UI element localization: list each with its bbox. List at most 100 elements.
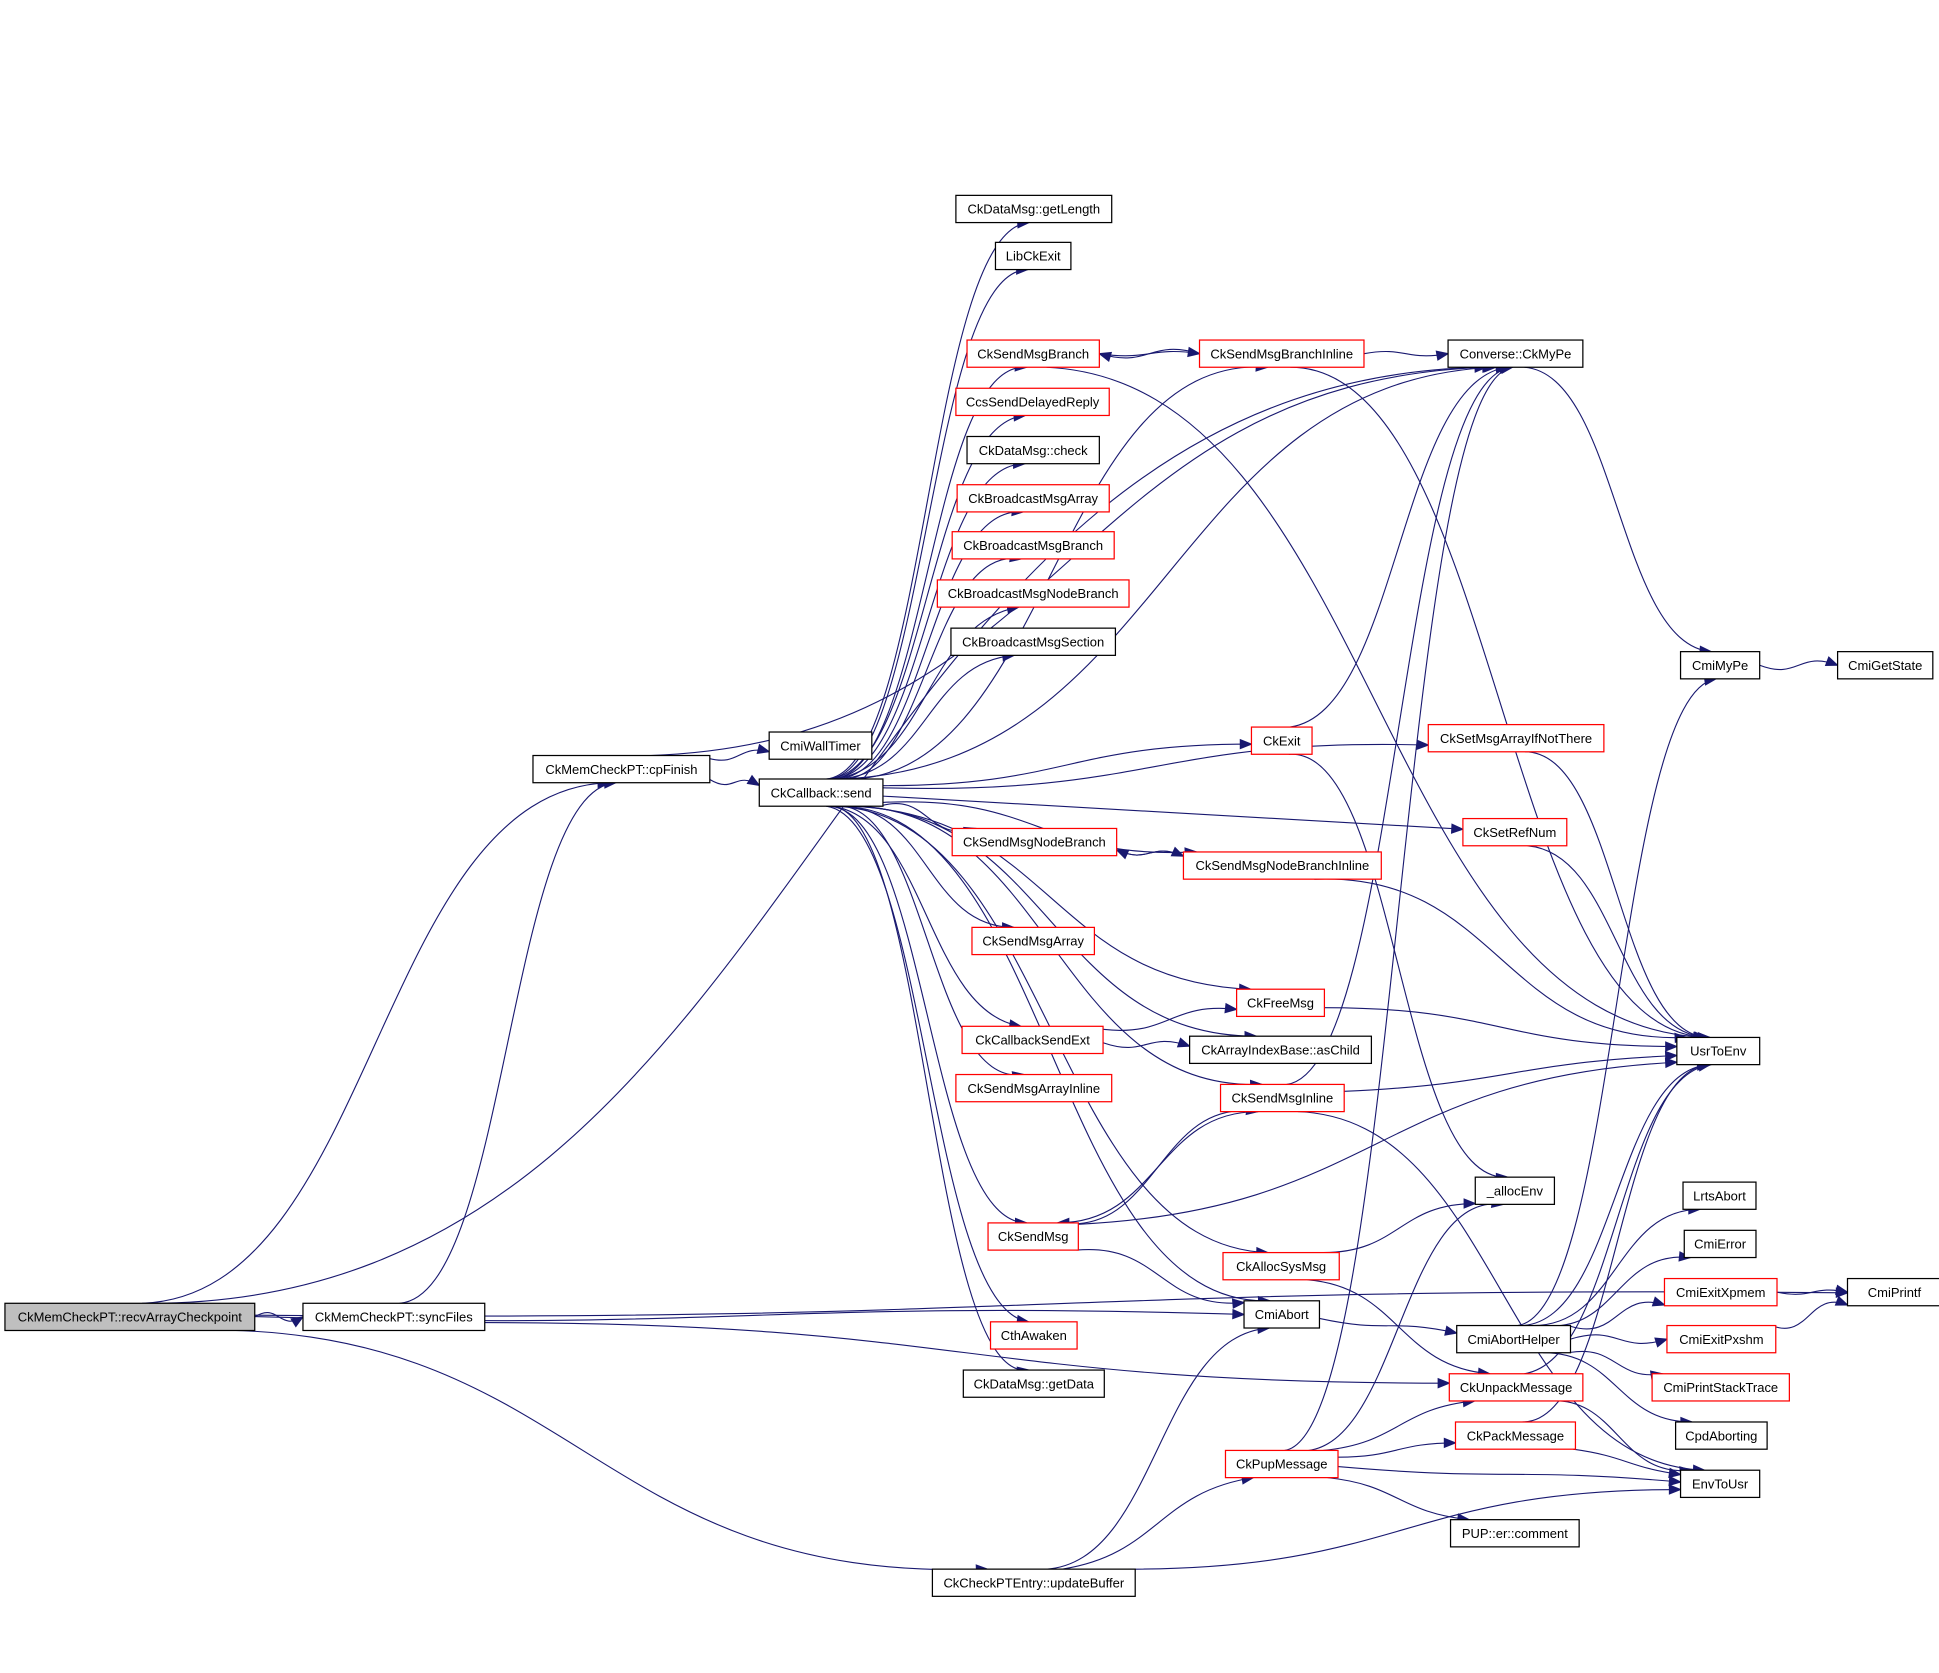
graph-node-CkSendMsg[interactable]: CkSendMsg: [987, 1222, 1079, 1251]
graph-node-CkSendMsgBranchInline[interactable]: CkSendMsgBranchInline: [1198, 339, 1365, 368]
node-box[interactable]: [1663, 1277, 1778, 1307]
node-box[interactable]: [1683, 1229, 1757, 1259]
node-box[interactable]: [1666, 1324, 1777, 1354]
graph-node-recvArrayCheckpoint[interactable]: CkMemCheckPT::recvArrayCheckpoint: [4, 1302, 256, 1332]
node-box[interactable]: [1427, 723, 1605, 753]
node-box[interactable]: [1182, 851, 1382, 880]
node-box[interactable]: [1250, 726, 1313, 755]
node-box[interactable]: [966, 435, 1100, 465]
graph-node-CkBroadcastMsgNodeBranch[interactable]: CkBroadcastMsgNodeBranch: [936, 579, 1130, 608]
node-box[interactable]: [1836, 651, 1934, 680]
graph-node-CkUnpackMessage[interactable]: CkUnpackMessage: [1448, 1373, 1584, 1402]
node-box[interactable]: [962, 1369, 1105, 1398]
node-box[interactable]: [532, 754, 711, 784]
graph-node-check[interactable]: CkDataMsg::check: [966, 435, 1100, 465]
graph-node-CkPackMessage[interactable]: CkPackMessage: [1454, 1421, 1577, 1450]
node-box[interactable]: [768, 731, 873, 760]
graph-node-LrtsAbort[interactable]: LrtsAbort: [1682, 1181, 1757, 1210]
node-box[interactable]: [956, 484, 1110, 513]
graph-node-CmiError[interactable]: CmiError: [1683, 1229, 1757, 1259]
node-box[interactable]: [955, 194, 1113, 224]
graph-node-CthAwaken[interactable]: CthAwaken: [989, 1321, 1078, 1350]
graph-node-CkBroadcastMsgArray[interactable]: CkBroadcastMsgArray: [956, 484, 1110, 513]
graph-node-CmiPrintf[interactable]: CmiPrintf: [1846, 1277, 1939, 1307]
graph-node-CkCallbackSend[interactable]: CkCallback::send: [758, 778, 884, 807]
node-box[interactable]: [1456, 1324, 1572, 1354]
graph-node-asChild[interactable]: CkArrayIndexBase::asChild: [1188, 1035, 1373, 1065]
node-box[interactable]: [955, 387, 1110, 417]
graph-node-CmiWallTimer[interactable]: CmiWallTimer: [768, 731, 873, 760]
node-box[interactable]: [1454, 1421, 1577, 1450]
graph-node-CkSendMsgBranch[interactable]: CkSendMsgBranch: [966, 339, 1100, 368]
node-box[interactable]: [1219, 1083, 1345, 1113]
graph-node-comment[interactable]: PUP::er::comment: [1449, 1519, 1580, 1548]
node-box[interactable]: [758, 778, 884, 807]
node-box[interactable]: [1198, 339, 1365, 368]
node-box[interactable]: [961, 1025, 1104, 1055]
graph-node-CkSendMsgArray[interactable]: CkSendMsgArray: [971, 926, 1096, 956]
node-box[interactable]: [1235, 988, 1326, 1018]
node-box[interactable]: [1188, 1035, 1373, 1065]
node-box[interactable]: [1474, 1176, 1556, 1205]
graph-node-syncFiles[interactable]: CkMemCheckPT::syncFiles: [302, 1302, 486, 1332]
graph-node-getLength[interactable]: CkDataMsg::getLength: [955, 194, 1113, 224]
node-box[interactable]: [1448, 1373, 1584, 1402]
node-box[interactable]: [1846, 1277, 1939, 1307]
graph-node-CmiAbortHelper[interactable]: CmiAbortHelper: [1456, 1324, 1572, 1354]
graph-node-LibCkExit[interactable]: LibCkExit: [994, 241, 1072, 271]
node-box[interactable]: [4, 1302, 256, 1332]
node-box[interactable]: [1243, 1300, 1321, 1329]
node-box[interactable]: [936, 579, 1130, 608]
graph-node-CkCallbackSendExt[interactable]: CkCallbackSendExt: [961, 1025, 1104, 1055]
node-box[interactable]: [931, 1568, 1136, 1597]
graph-node-CkBroadcastMsgBranch[interactable]: CkBroadcastMsgBranch: [951, 531, 1115, 560]
graph-node-CkBroadcastMsgSection[interactable]: CkBroadcastMsgSection: [950, 627, 1117, 656]
node-box[interactable]: [1682, 1181, 1757, 1210]
node-box[interactable]: [1462, 817, 1568, 847]
node-box[interactable]: [1679, 651, 1761, 680]
graph-node-CkSetMsgArrayIfNotThere[interactable]: CkSetMsgArrayIfNotThere: [1427, 723, 1605, 753]
graph-node-CmiAbort[interactable]: CmiAbort: [1243, 1300, 1321, 1329]
node-box[interactable]: [1674, 1421, 1768, 1450]
graph-node-CkSendMsgNodeBranchInline[interactable]: CkSendMsgNodeBranchInline: [1182, 851, 1382, 880]
node-box[interactable]: [1679, 1469, 1761, 1499]
node-box[interactable]: [1676, 1036, 1761, 1066]
node-box[interactable]: [302, 1302, 486, 1332]
node-box[interactable]: [951, 827, 1118, 857]
node-box[interactable]: [989, 1321, 1078, 1350]
node-box[interactable]: [1222, 1251, 1340, 1281]
graph-node-CkSendMsgArrayInline[interactable]: CkSendMsgArrayInline: [955, 1073, 1113, 1103]
graph-node-CmiExitPxshm[interactable]: CmiExitPxshm: [1666, 1324, 1777, 1354]
graph-node-updateBuffer[interactable]: CkCheckPTEntry::updateBuffer: [931, 1568, 1136, 1597]
graph-node-allocEnv[interactable]: _allocEnv: [1474, 1176, 1556, 1205]
node-box[interactable]: [955, 1073, 1113, 1103]
node-box[interactable]: [1224, 1449, 1339, 1479]
graph-node-UsrToEnv[interactable]: UsrToEnv: [1676, 1036, 1761, 1066]
graph-node-CkSendMsgNodeBranch[interactable]: CkSendMsgNodeBranch: [951, 827, 1118, 857]
graph-node-CkSetRefNum[interactable]: CkSetRefNum: [1462, 817, 1568, 847]
graph-node-EnvToUsr[interactable]: EnvToUsr: [1679, 1469, 1761, 1499]
node-box[interactable]: [1651, 1373, 1790, 1402]
node-box[interactable]: [971, 926, 1096, 956]
node-box[interactable]: [987, 1222, 1079, 1251]
graph-node-CpdAborting[interactable]: CpdAborting: [1674, 1421, 1768, 1450]
node-box[interactable]: [966, 339, 1100, 368]
graph-node-getData[interactable]: CkDataMsg::getData: [962, 1369, 1105, 1398]
node-box[interactable]: [1449, 1519, 1580, 1548]
graph-node-CmiMyPe[interactable]: CmiMyPe: [1679, 651, 1761, 680]
graph-node-cpFinish[interactable]: CkMemCheckPT::cpFinish: [532, 754, 711, 784]
graph-node-CkMyPe[interactable]: Converse::CkMyPe: [1447, 339, 1584, 368]
graph-node-CmiExitXpmem[interactable]: CmiExitXpmem: [1663, 1277, 1778, 1307]
graph-node-CmiPrintStackTrace[interactable]: CmiPrintStackTrace: [1651, 1373, 1790, 1402]
graph-node-CkAllocSysMsg[interactable]: CkAllocSysMsg: [1222, 1251, 1340, 1281]
graph-node-CkSendMsgInline[interactable]: CkSendMsgInline: [1219, 1083, 1345, 1113]
graph-node-CmiGetState[interactable]: CmiGetState: [1836, 651, 1934, 680]
node-box[interactable]: [994, 241, 1072, 271]
graph-node-CkExit[interactable]: CkExit: [1250, 726, 1313, 755]
node-box[interactable]: [950, 627, 1117, 656]
node-box[interactable]: [951, 531, 1115, 560]
graph-node-CcsSendDelayedReply[interactable]: CcsSendDelayedReply: [955, 387, 1110, 417]
node-box[interactable]: [1447, 339, 1584, 368]
graph-node-CkFreeMsg[interactable]: CkFreeMsg: [1235, 988, 1326, 1018]
graph-node-CkPupMessage[interactable]: CkPupMessage: [1224, 1449, 1339, 1479]
